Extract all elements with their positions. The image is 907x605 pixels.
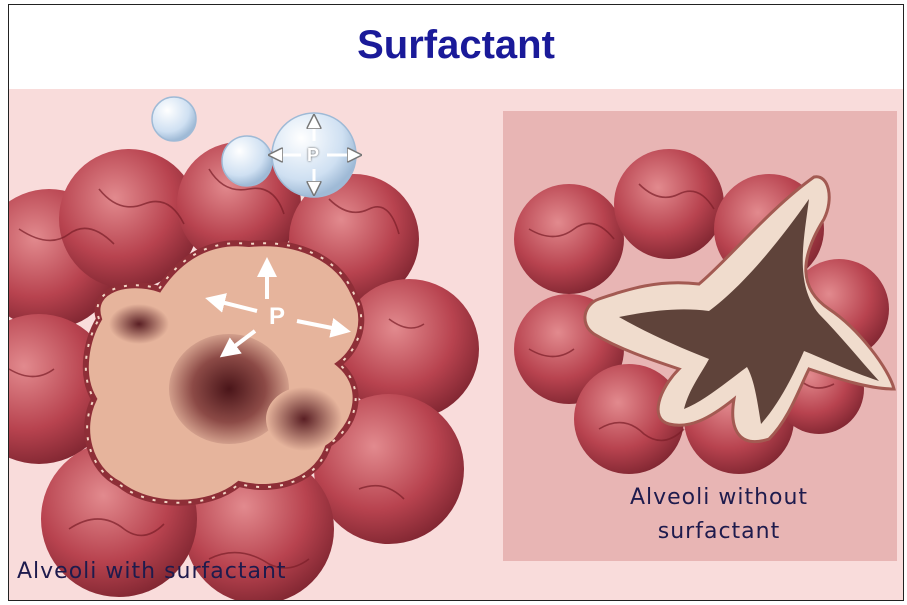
slide-title: Surfactant: [9, 23, 903, 68]
slide-frame: Surfactant: [8, 4, 904, 601]
caption-with-surfactant: Alveoli with surfactant: [17, 559, 287, 584]
alveoli-without-surfactant-cluster: [514, 149, 894, 474]
pressure-label-alveolus: P: [269, 303, 285, 331]
pressure-label-bubble: P: [307, 145, 319, 166]
alveoli-with-surfactant-cluster: [9, 142, 479, 601]
illustration-panel: Alveoli with surfactant Alveoli without …: [9, 89, 903, 601]
caption-without-surfactant: Alveoli without surfactant: [569, 481, 869, 549]
